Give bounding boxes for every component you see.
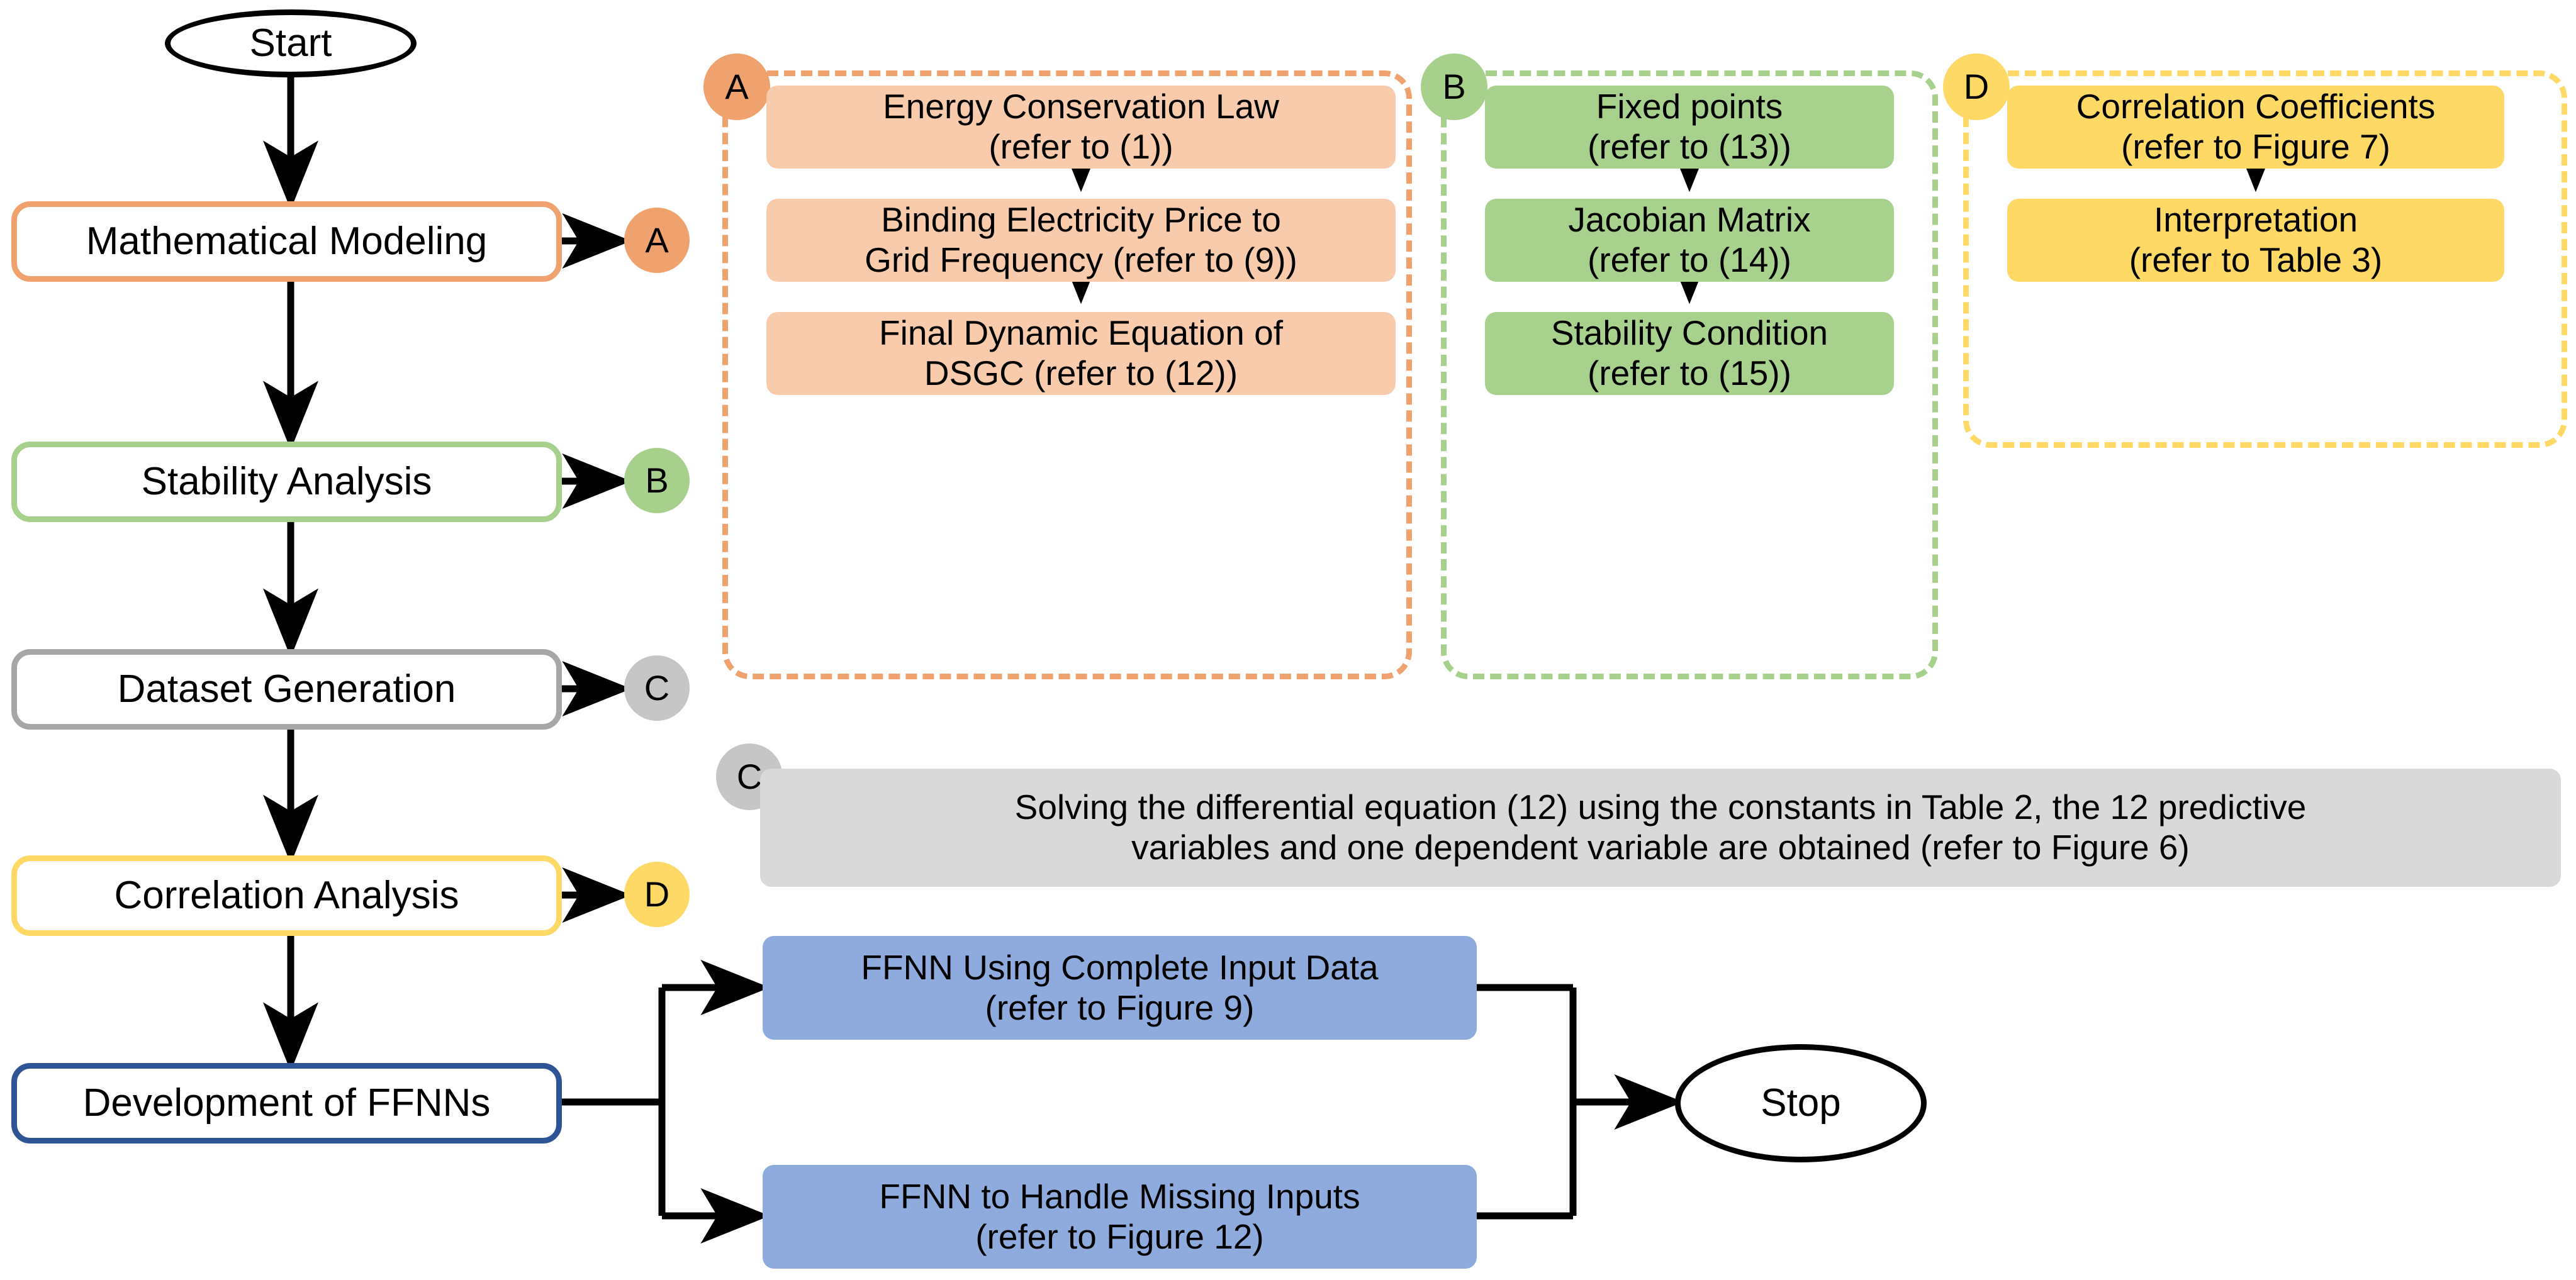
- step-line-2: Grid Frequency (refer to (9)): [865, 240, 1297, 279]
- badge-label: A: [725, 67, 749, 106]
- step-mathematical-modeling[interactable]: Mathematical Modeling: [11, 201, 562, 282]
- badge-label: B: [645, 460, 669, 500]
- group-b-step-2[interactable]: Jacobian Matrix (refer to (14)): [1485, 199, 1894, 282]
- start-terminator: Start: [165, 9, 417, 77]
- ffnn-complete-input-box[interactable]: FFNN Using Complete Input Data (refer to…: [763, 936, 1477, 1040]
- step-line-1: Energy Conservation Law: [883, 87, 1279, 126]
- step-correlation-analysis[interactable]: Correlation Analysis: [11, 855, 562, 936]
- group-a-step-2[interactable]: Binding Electricity Price to Grid Freque…: [766, 199, 1396, 282]
- step-label: Mathematical Modeling: [86, 219, 488, 263]
- ffnn-line-2: (refer to Figure 9): [985, 988, 1255, 1027]
- step-line-1: Correlation Coefficients: [2076, 87, 2436, 126]
- badge-label: C: [736, 757, 763, 796]
- step-label: Stability Analysis: [141, 459, 432, 503]
- badge-label: D: [1963, 67, 1990, 106]
- step-line-1: Binding Electricity Price to: [881, 200, 1281, 240]
- step-line-1: Final Dynamic Equation of: [879, 313, 1283, 353]
- badge-b-group[interactable]: B: [1421, 53, 1487, 120]
- step-line-1: Jacobian Matrix: [1568, 200, 1811, 240]
- ffnn-line-1: FFNN Using Complete Input Data: [861, 947, 1379, 987]
- badge-label: C: [644, 668, 670, 708]
- step-line-2: (refer to (1)): [988, 127, 1173, 166]
- badge-d-left[interactable]: D: [624, 862, 690, 927]
- group-a-step-1[interactable]: Energy Conservation Law (refer to (1)): [766, 86, 1396, 169]
- group-b-step-3[interactable]: Stability Condition (refer to (15)): [1485, 312, 1894, 395]
- badge-label: D: [644, 874, 670, 914]
- group-d-container: [1963, 70, 2567, 448]
- group-a-step-3[interactable]: Final Dynamic Equation of DSGC (refer to…: [766, 312, 1396, 395]
- step-label: Development of FFNNs: [82, 1081, 491, 1125]
- badge-a-left[interactable]: A: [624, 208, 690, 273]
- step-line-2: DSGC (refer to (12)): [924, 353, 1238, 392]
- group-a-container: [722, 70, 1412, 679]
- badge-label: B: [1442, 67, 1466, 106]
- stop-label: Stop: [1761, 1081, 1841, 1125]
- ffnn-missing-inputs-box[interactable]: FFNN to Handle Missing Inputs (refer to …: [763, 1165, 1477, 1269]
- note-line-1: Solving the differential equation (12) u…: [1014, 787, 2307, 827]
- step-line-2: (refer to (13)): [1588, 127, 1791, 166]
- stop-terminator: Stop: [1675, 1044, 1927, 1162]
- step-line-1: Fixed points: [1596, 87, 1783, 126]
- step-line-2: (refer to (15)): [1588, 353, 1791, 392]
- step-development-of-ffnns[interactable]: Development of FFNNs: [11, 1063, 562, 1144]
- badge-a-group[interactable]: A: [703, 53, 770, 120]
- badge-c-left[interactable]: C: [624, 655, 690, 721]
- start-label: Start: [249, 21, 332, 65]
- group-d-step-2[interactable]: Interpretation (refer to Table 3): [2007, 199, 2504, 282]
- step-label: Dataset Generation: [117, 667, 456, 711]
- ffnn-line-2: (refer to Figure 12): [975, 1216, 1264, 1256]
- step-dataset-generation[interactable]: Dataset Generation: [11, 649, 562, 730]
- group-d-step-1[interactable]: Correlation Coefficients (refer to Figur…: [2007, 86, 2504, 169]
- step-label: Correlation Analysis: [114, 873, 459, 917]
- step-line-2: (refer to (14)): [1588, 240, 1791, 279]
- badge-label: A: [645, 220, 669, 260]
- badge-b-left[interactable]: B: [624, 448, 690, 513]
- group-b-container: [1441, 70, 1938, 679]
- step-line-2: (refer to Figure 7): [2121, 127, 2390, 166]
- group-b-step-1[interactable]: Fixed points (refer to (13)): [1485, 86, 1894, 169]
- badge-d-group[interactable]: D: [1943, 53, 2010, 120]
- step-line-1: Stability Condition: [1550, 313, 1828, 353]
- ffnn-line-1: FFNN to Handle Missing Inputs: [879, 1176, 1360, 1216]
- group-c-note[interactable]: Solving the differential equation (12) u…: [760, 769, 2561, 887]
- note-line-2: variables and one dependent variable are…: [1131, 828, 2190, 867]
- step-stability-analysis[interactable]: Stability Analysis: [11, 442, 562, 522]
- step-line-1: Interpretation: [2153, 200, 2358, 240]
- step-line-2: (refer to Table 3): [2129, 240, 2383, 279]
